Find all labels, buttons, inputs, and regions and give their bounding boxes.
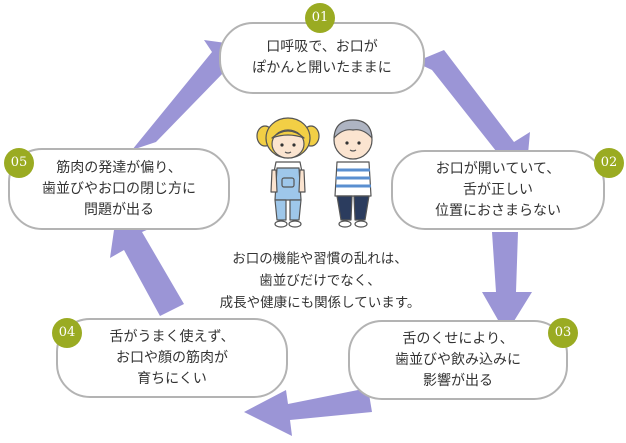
step-05-line-1: 筋肉の発達が偏り、 bbox=[56, 159, 182, 176]
center-line-3: 成長や健康にも関係しています。 bbox=[219, 295, 421, 311]
center-line-1: お口の機能や習慣の乱れは、 bbox=[232, 251, 408, 267]
step-box-05: 筋肉の発達が偏り、 歯並びやお口の閉じ方に 問題が出る bbox=[8, 148, 230, 230]
step-02-line-3: 位置におさまらない bbox=[435, 202, 561, 219]
step-01-line-1: 口呼吸で、お口が bbox=[266, 39, 378, 55]
arrow-02-to-03 bbox=[482, 232, 532, 334]
step-02-line-2: 舌が正しい bbox=[463, 181, 533, 198]
step-box-01: 口呼吸で、お口が ぽかんと開いたままに bbox=[219, 22, 425, 94]
step-03-line-1: 舌のくせにより、 bbox=[402, 330, 514, 347]
step-text-04: 舌がうまく使えず、 お口や顔の筋肉が 育ちにくい bbox=[109, 327, 234, 390]
step-box-03: 舌のくせにより、 歯並びや飲み込みに 影響が出る bbox=[348, 320, 568, 400]
step-box-04: 舌がうまく使えず、 お口や顔の筋肉が 育ちにくい bbox=[56, 318, 288, 398]
step-text-05: 筋肉の発達が偏り、 歯並びやお口の閉じ方に 問題が出る bbox=[42, 158, 196, 221]
step-badge-01: 01 bbox=[305, 3, 335, 33]
step-04-line-3: 育ちにくい bbox=[137, 370, 207, 387]
step-04-line-2: お口や顔の筋肉が bbox=[116, 349, 228, 366]
step-01-line-2: ぽかんと開いたままに bbox=[252, 60, 392, 76]
step-badge-05: 05 bbox=[4, 148, 34, 178]
children-illustration bbox=[256, 117, 373, 228]
step-badge-02: 02 bbox=[594, 148, 624, 178]
boy-figure bbox=[333, 119, 373, 228]
step-text-01: 口呼吸で、お口が ぽかんと開いたままに bbox=[252, 37, 392, 79]
arrow-03-to-04 bbox=[244, 388, 372, 436]
step-02-line-1: お口が開いていて、 bbox=[435, 160, 561, 177]
step-badge-04: 04 bbox=[52, 318, 82, 348]
step-05-line-3: 問題が出る bbox=[84, 201, 154, 218]
center-message: お口の機能や習慣の乱れは、 歯並びだけでなく、 成長や健康にも関係しています。 bbox=[190, 248, 450, 314]
step-03-line-2: 歯並びや飲み込みに bbox=[395, 351, 521, 368]
arrow-04-to-05 bbox=[110, 216, 184, 316]
step-box-02: お口が開いていて、 舌が正しい 位置におさまらない bbox=[391, 150, 605, 230]
step-04-line-1: 舌がうまく使えず、 bbox=[109, 328, 235, 345]
step-badge-03: 03 bbox=[548, 318, 578, 348]
arrow-01-to-02 bbox=[415, 50, 530, 176]
girl-figure bbox=[256, 117, 320, 228]
step-text-03: 舌のくせにより、 歯並びや飲み込みに 影響が出る bbox=[395, 329, 521, 392]
step-03-line-3: 影響が出る bbox=[423, 372, 493, 389]
step-05-line-2: 歯並びやお口の閉じ方に bbox=[42, 180, 196, 197]
step-text-02: お口が開いていて、 舌が正しい 位置におさまらない bbox=[435, 159, 561, 222]
center-line-2: 歯並びだけでなく、 bbox=[259, 273, 381, 289]
